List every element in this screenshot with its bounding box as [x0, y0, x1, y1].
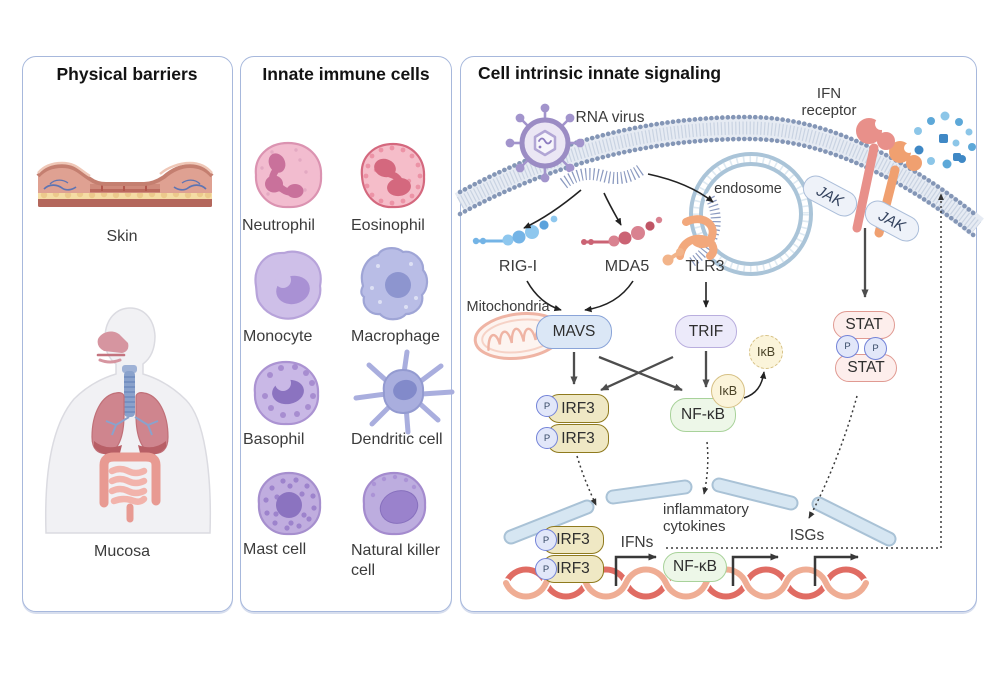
phospho-badge: P: [836, 335, 859, 358]
cell-label-macrophage: Macrophage: [351, 328, 440, 345]
phospho-badge: P: [535, 529, 557, 551]
cell-label-mast: Mast cell: [243, 541, 307, 558]
ikb-badge-released: IκB: [749, 335, 783, 369]
mda5-icon: [581, 216, 663, 247]
tlr3-label: TLR3: [685, 258, 725, 275]
rna-virus-label: RNA virus: [575, 109, 645, 126]
phospho-badge: P: [535, 558, 557, 580]
cell-label-basophil: Basophil: [243, 431, 305, 448]
ifn-dots-icon: [914, 111, 976, 169]
endosome-label: endosome: [714, 181, 782, 197]
mavs-pill: MAVS: [536, 315, 612, 349]
ifn-receptor-icon: [852, 118, 922, 238]
tlr3-icon: [662, 192, 722, 268]
macrophage-icon: [360, 247, 429, 321]
nuclear-envelope: [503, 477, 897, 547]
dotted-arrows: [576, 193, 944, 549]
basophil-icon: [253, 360, 320, 426]
monocyte-icon: [254, 250, 322, 320]
ifns-label: IFNs: [620, 534, 654, 551]
rna-virus-icon: [505, 103, 585, 183]
cell-label-dendritic: Dendritic cell: [351, 431, 443, 448]
mucosa-label: Mucosa: [93, 543, 151, 560]
body-mucosa-illustration: [44, 307, 212, 534]
cell-label-nk: Natural killer cell: [351, 542, 440, 579]
panel3-title: Cell intrinsic innate signaling: [478, 63, 722, 83]
panel1-title: Physical barriers: [56, 64, 198, 84]
mitochondria-label: Mitochondria: [466, 299, 550, 315]
natural-killer-cell-icon: [362, 471, 427, 536]
endosome-icon: [689, 152, 813, 276]
dendritic-cell-icon: [353, 349, 455, 435]
skin-label: Skin: [106, 228, 138, 245]
phospho-badge: P: [536, 427, 558, 449]
inflammatory-cytokines-label: inflammatory cytokines: [663, 501, 749, 535]
stat-pill-2: STAT: [835, 354, 897, 382]
rig-i-label: RIG-I: [498, 258, 538, 275]
ifn-receptor-label: IFN receptor: [801, 85, 857, 119]
signal-arrows: [523, 173, 767, 399]
transcription-arrows: [614, 553, 859, 586]
pathway-arrows: [570, 228, 869, 392]
isgs-label: ISGs: [789, 527, 825, 544]
dsrna-icon: [557, 162, 649, 190]
ikb-badge-bound: IκB: [711, 374, 745, 408]
rig-i-icon: [472, 215, 558, 246]
trif-pill: TRIF: [675, 315, 737, 348]
stat-pill-1: STAT: [833, 311, 895, 339]
mda5-label: MDA5: [604, 258, 650, 275]
phospho-badge: P: [864, 337, 887, 360]
panel2-title: Innate immune cells: [262, 64, 430, 84]
cell-label-eosinophil: Eosinophil: [351, 217, 425, 234]
eosinophil-icon: [360, 142, 426, 209]
mast-cell-icon: [257, 471, 322, 536]
neutrophil-icon: [254, 141, 323, 209]
phospho-badge: P: [536, 395, 558, 417]
cell-label-monocyte: Monocyte: [243, 328, 313, 345]
skin-illustration: [36, 161, 214, 207]
cell-label-neutrophil: Neutrophil: [242, 217, 315, 234]
nfkb-pill-nucleus: NF-κB: [663, 552, 727, 582]
